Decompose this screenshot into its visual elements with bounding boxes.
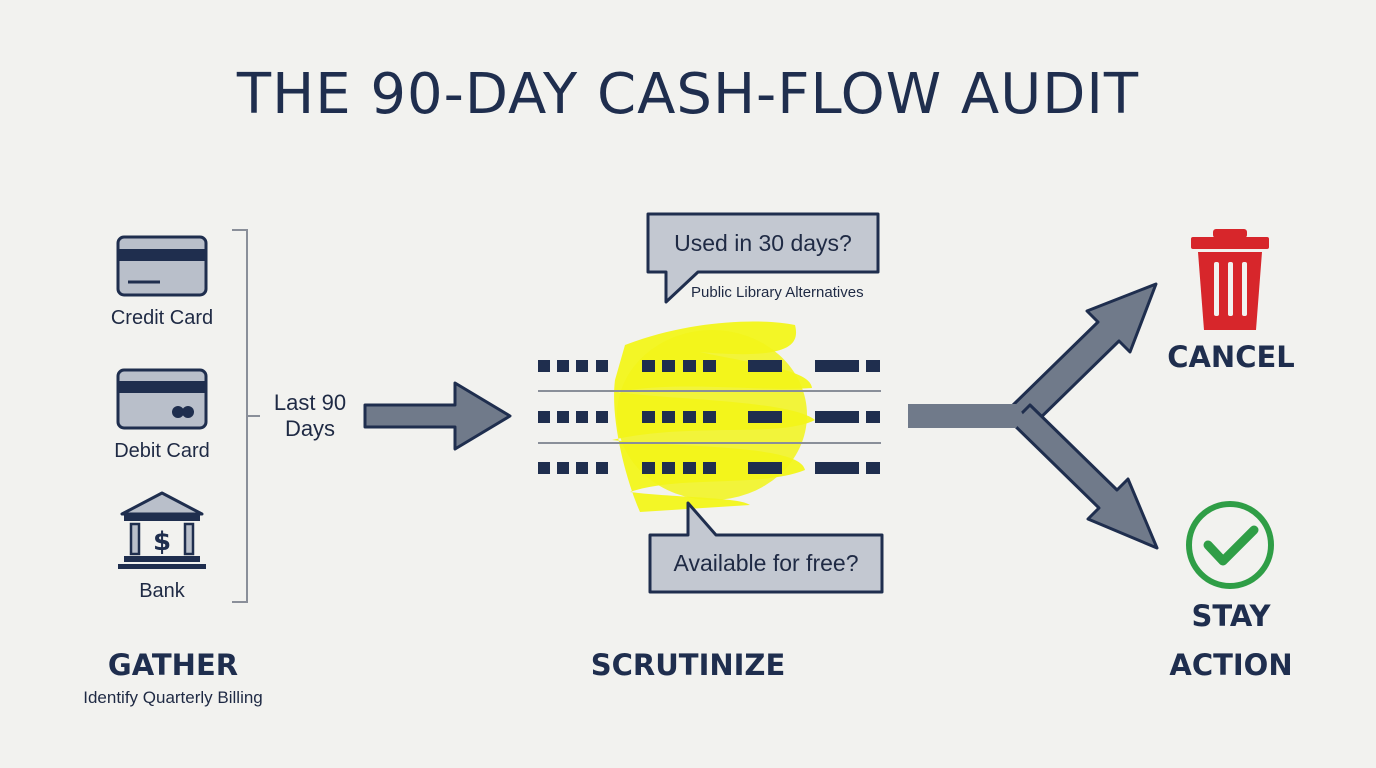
source-label-bank: Bank	[139, 580, 185, 602]
bubble-note-alternatives: Public Library Alternatives	[691, 284, 864, 301]
speech-bubble-top	[646, 212, 880, 304]
debit-card-icon	[116, 368, 208, 430]
page-title: THE 90-DAY CASH-FLOW AUDIT	[236, 62, 1140, 127]
ledger-row-2	[538, 411, 880, 423]
check-circle-icon	[1186, 501, 1274, 589]
bubble-question-usage: Used in 30 days?	[674, 230, 852, 256]
trash-icon	[1191, 229, 1269, 330]
ledger-row-1	[538, 360, 880, 372]
stage-gather-subtitle: Identify Quarterly Billing	[83, 688, 263, 707]
outcome-cancel: CANCEL	[1167, 340, 1295, 374]
stage-action: ACTION	[1169, 648, 1293, 682]
transaction-ledger	[538, 360, 881, 474]
fork-arrow	[908, 282, 1159, 550]
stage-gather: GATHER	[107, 648, 239, 682]
outcome-stay: STAY	[1191, 599, 1271, 633]
source-label-debit-card: Debit Card	[114, 440, 210, 462]
speech-bubble-bottom	[648, 501, 884, 594]
arrow-to-scrutinize	[363, 381, 512, 451]
svg-text:$: $	[153, 527, 171, 557]
gather-bracket	[232, 229, 260, 603]
bubble-question-free: Available for free?	[673, 550, 859, 576]
source-label-credit-card: Credit Card	[110, 307, 214, 329]
stage-scrutinize: SCRUTINIZE	[590, 648, 786, 682]
credit-card-icon	[116, 235, 208, 297]
ledger-row-3	[538, 462, 880, 474]
period-label: Last 90 Days	[273, 390, 347, 441]
bank-icon: $	[118, 491, 206, 569]
